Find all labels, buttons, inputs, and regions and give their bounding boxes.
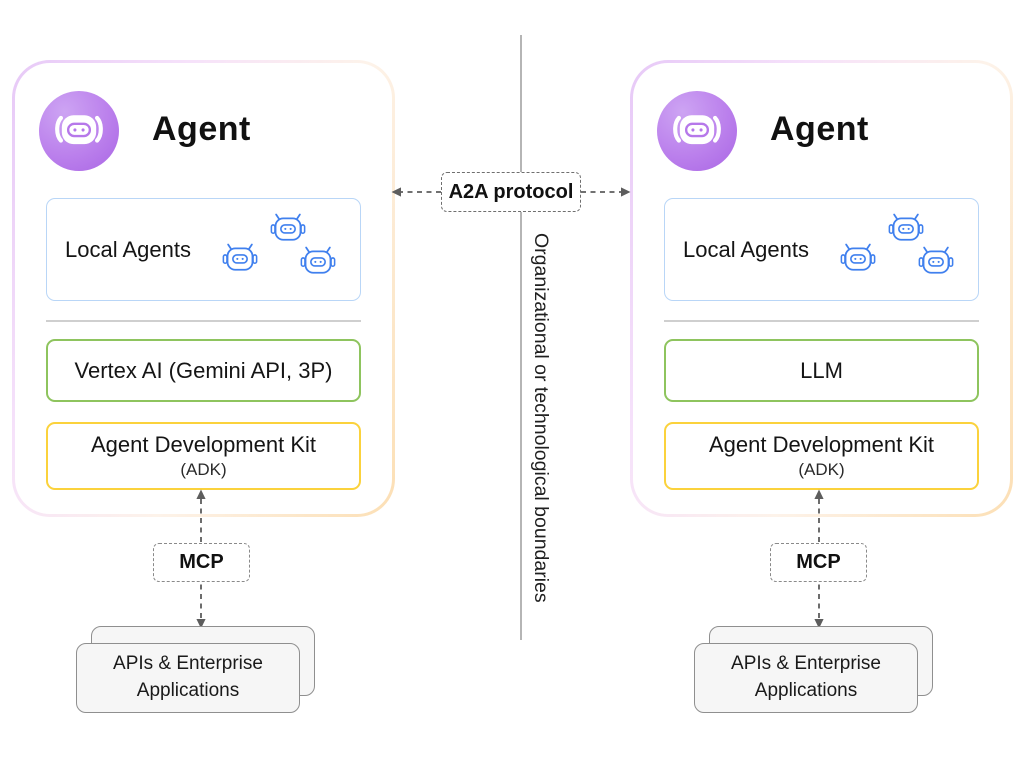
robot-head-icon (50, 108, 108, 155)
a2a-arrow-left-icon (391, 187, 441, 197)
agent-avatar (657, 91, 737, 171)
agent-card-left-inner: Agent Local Agents Vertex AI (Gemini API… (15, 63, 392, 514)
agent-avatar (39, 91, 119, 171)
agent-title: Agent (152, 110, 251, 148)
apps-label-line1: APIs & Enterprise (731, 653, 881, 675)
model-box: Vertex AI (Gemini API, 3P) (46, 339, 361, 402)
adk-title: Agent Development Kit (90, 432, 317, 457)
adk-title: Agent Development Kit (708, 432, 935, 457)
apps-label-line2: Applications (136, 680, 240, 701)
boundary-line (520, 35, 522, 640)
divider (664, 320, 979, 322)
robot-head-outline-icon (299, 246, 337, 277)
mcp-box: MCP (770, 543, 867, 582)
adk-subtitle: (ADK) (180, 460, 227, 479)
robot-head-outline-icon (839, 243, 877, 274)
divider (46, 320, 361, 322)
mcp-label: MCP (796, 551, 841, 573)
local-agents-panel: Local Agents (46, 198, 361, 301)
adk-box: Agent Development Kit (ADK) (664, 422, 979, 490)
robot-head-outline-icon (269, 213, 307, 244)
robot-head-outline-icon (917, 246, 955, 277)
local-agents-label: Local Agents (65, 236, 191, 262)
apps-card-front: APIs & Enterprise Applications (76, 643, 300, 713)
model-label: Vertex AI (Gemini API, 3P) (74, 357, 333, 383)
robot-head-icon (668, 108, 726, 155)
boundary-label: Organizational or technological boundari… (530, 233, 552, 603)
mcp-label: MCP (179, 551, 224, 573)
a2a-protocol-label: A2A protocol (448, 180, 574, 203)
model-box: LLM (664, 339, 979, 402)
apps-card-front: APIs & Enterprise Applications (694, 643, 918, 713)
mcp-box: MCP (153, 543, 250, 582)
agent-card-left: Agent Local Agents Vertex AI (Gemini API… (12, 60, 395, 517)
local-agents-panel: Local Agents (664, 198, 979, 301)
adk-subtitle: (ADK) (798, 460, 845, 479)
adk-box: Agent Development Kit (ADK) (46, 422, 361, 490)
agent-card-right: Agent Local Agents LLM Agent Development… (630, 60, 1013, 517)
agent-title: Agent (770, 110, 869, 148)
robot-head-outline-icon (887, 213, 925, 244)
a2a-protocol-box: A2A protocol (441, 172, 581, 212)
apps-label-line1: APIs & Enterprise (113, 653, 263, 675)
robot-head-outline-icon (221, 243, 259, 274)
local-agents-label: Local Agents (683, 236, 809, 262)
apps-label-line2: Applications (754, 680, 858, 701)
model-label: LLM (800, 357, 843, 383)
a2a-arrow-right-icon (581, 187, 631, 197)
agent-card-right-inner: Agent Local Agents LLM Agent Development… (633, 63, 1010, 514)
